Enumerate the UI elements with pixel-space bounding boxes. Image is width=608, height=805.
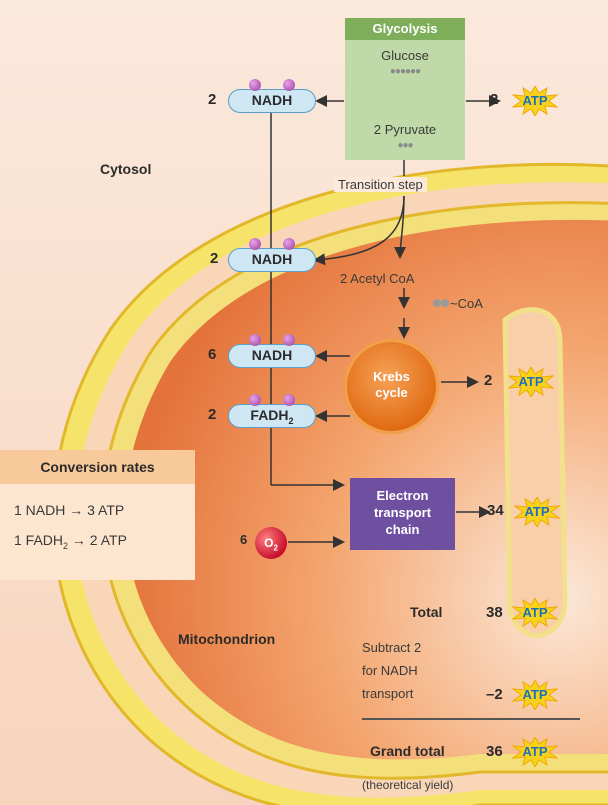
conversion-rates-box: Conversion rates 1 NADH → 3 ATP 1 FADH2 … <box>0 450 195 580</box>
electron-dot <box>283 394 295 406</box>
coa-dot <box>433 299 441 307</box>
total-divider <box>362 718 580 720</box>
nadh-label: NADH <box>251 92 293 108</box>
conversion-rate-nadh: 1 NADH → 3 ATP <box>14 502 125 518</box>
pyruvate-carbon-dots: ●●● <box>397 140 413 151</box>
atp-starburst: ATP <box>512 680 558 710</box>
subtract-line2: for NADH <box>362 663 418 678</box>
atp-label: ATP <box>522 605 548 620</box>
krebs-atp-count: 2 <box>484 372 493 389</box>
coa-label: ~CoA <box>450 296 483 311</box>
pyruvate-label: 2 Pyruvate <box>373 122 437 137</box>
crista-fold <box>502 307 568 638</box>
electron-transport-chain: Electron transport chain <box>350 478 455 550</box>
carrier-count-1: 2 <box>208 91 217 108</box>
etc-label-line3: chain <box>385 522 420 537</box>
etc-label-line1: Electron <box>376 488 429 503</box>
glycolysis-box: Glycolysis Glucose ●●●●●● 2 Pyruvate ●●● <box>345 18 465 160</box>
nadh-label: NADH <box>251 251 293 267</box>
atp-starburst: ATP <box>512 598 558 628</box>
transition-step-label: Transition step <box>334 177 427 192</box>
atp-starburst: ATP <box>512 86 558 116</box>
krebs-cycle: Krebs cycle <box>344 339 439 434</box>
electron-dot <box>283 79 295 91</box>
atp-starburst: ATP <box>512 737 558 767</box>
krebs-label-line1: Krebs <box>373 369 410 384</box>
atp-label: ATP <box>522 93 548 108</box>
glycolysis-title: Glycolysis <box>345 18 465 40</box>
electron-dot <box>249 394 261 406</box>
nadh-carrier-2: NADH <box>228 238 316 272</box>
total-atp-count: 38 <box>486 604 503 621</box>
carrier-count-4: 2 <box>208 406 217 423</box>
atp-label: ATP <box>518 374 544 389</box>
carrier-count-3: 6 <box>208 346 217 363</box>
total-label: Total <box>410 604 443 620</box>
glucose-label: Glucose <box>381 48 429 63</box>
carrier-count-2: 2 <box>210 250 219 267</box>
conversion-rates-title: Conversion rates <box>0 450 195 484</box>
atp-label: ATP <box>522 687 548 702</box>
oxygen-count: 6 <box>240 532 248 547</box>
electron-dot <box>249 238 261 250</box>
mitochondrion-label: Mitochondrion <box>178 631 276 647</box>
grand-total-label: Grand total <box>370 743 445 759</box>
atp-label: ATP <box>524 504 550 519</box>
oxygen-molecule: O2 <box>255 527 287 559</box>
subtract-atp-count: –2 <box>486 686 503 703</box>
transition-nadh-arrow <box>313 195 405 266</box>
cytosol-label: Cytosol <box>100 161 152 177</box>
atp-label: ATP <box>522 744 548 759</box>
electron-dot <box>283 334 295 346</box>
fadh2-label: FADH2 <box>250 407 294 426</box>
grand-total-atp-count: 36 <box>486 743 503 760</box>
glycolysis-atp-count: 2 <box>490 91 499 108</box>
fadh2-carrier: FADH2 <box>228 394 316 428</box>
krebs-label-line2: cycle <box>375 385 408 400</box>
conversion-rate-fadh2: 1 FADH2 → 2 ATP <box>14 532 127 551</box>
atp-starburst: ATP <box>514 497 560 527</box>
etc-atp-count: 34 <box>487 502 504 519</box>
subtract-line3: transport <box>362 686 414 701</box>
subtract-line1: Subtract 2 <box>362 640 422 655</box>
glucose-carbon-dots: ●●●●●● <box>389 66 421 77</box>
acetyl-coa-label: 2 Acetyl CoA <box>340 271 415 286</box>
electron-dot <box>249 79 261 91</box>
nadh-carrier-1: NADH <box>228 79 316 113</box>
electron-dot <box>283 238 295 250</box>
etc-label-line2: transport <box>373 505 432 520</box>
atp-starburst: ATP <box>508 367 554 397</box>
electron-dot <box>249 334 261 346</box>
coa-dot <box>441 299 449 307</box>
nadh-carrier-3: NADH <box>228 334 316 368</box>
nadh-label: NADH <box>251 347 293 363</box>
theoretical-yield-note: (theoretical yield) <box>362 778 454 792</box>
